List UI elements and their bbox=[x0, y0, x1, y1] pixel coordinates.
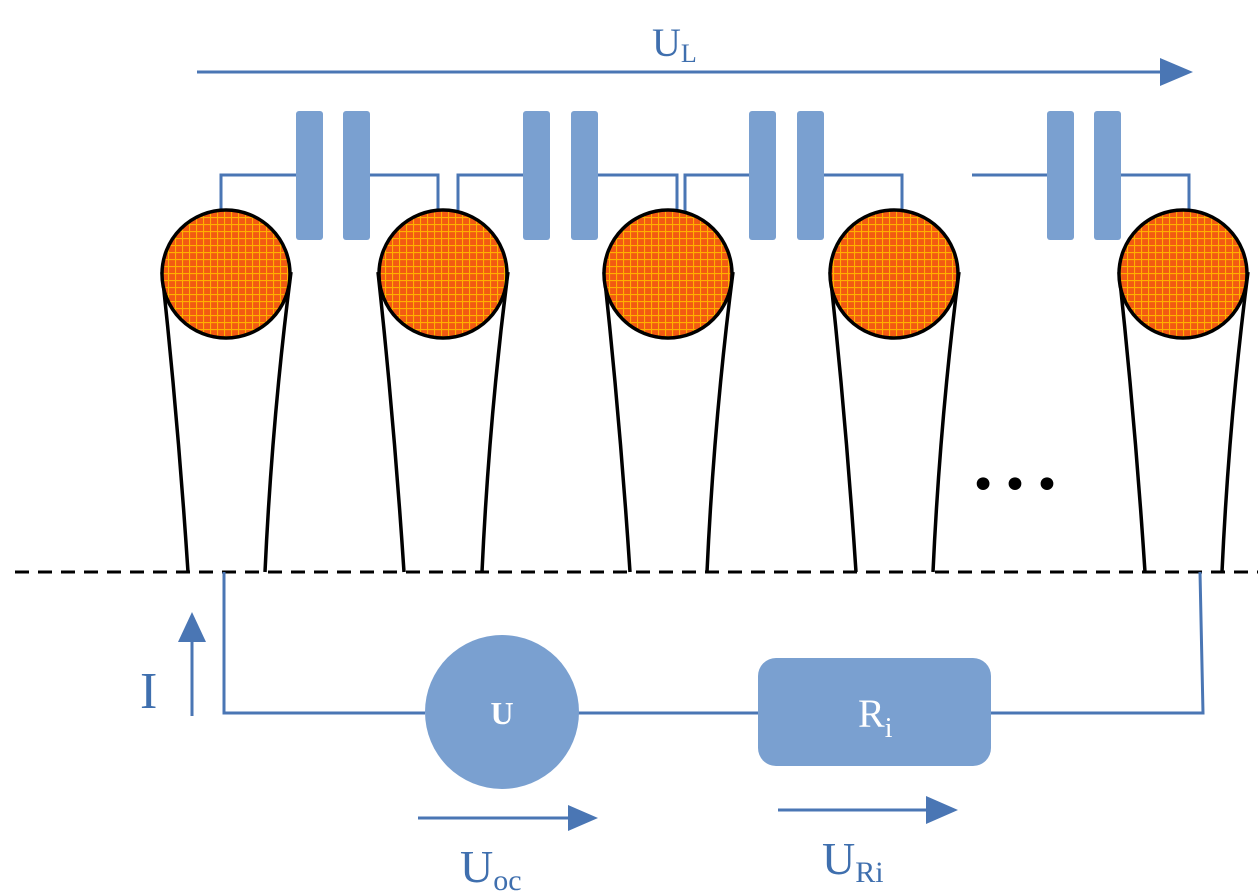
capacitor-icon bbox=[523, 111, 598, 240]
conductor-stems bbox=[160, 271, 1250, 573]
capacitor-wiring bbox=[219, 173, 1191, 212]
current-label: I bbox=[140, 663, 157, 720]
uoc-arrow bbox=[418, 805, 598, 831]
source-label: U bbox=[490, 695, 513, 731]
capacitor-icon bbox=[1047, 111, 1121, 240]
conductor-ball bbox=[1117, 208, 1249, 340]
voltage-source-icon: U bbox=[425, 635, 579, 789]
conductor-ball bbox=[160, 208, 292, 340]
resistor-label: Ri bbox=[858, 691, 893, 744]
circuit-loop bbox=[222, 571, 1205, 715]
uri-label: URi bbox=[822, 833, 884, 889]
capacitor-icon bbox=[296, 111, 370, 240]
ul-label: UL bbox=[652, 20, 697, 68]
resistor-icon: Ri bbox=[758, 658, 991, 766]
ellipsis-dots: ••• bbox=[970, 460, 1066, 511]
uoc-label: Uoc bbox=[460, 841, 522, 896]
ul-arrow bbox=[197, 58, 1193, 86]
conductor-ball bbox=[828, 208, 960, 340]
uri-arrow bbox=[778, 796, 958, 824]
current-arrow-icon bbox=[178, 612, 206, 716]
conductor-ball bbox=[602, 208, 734, 340]
capacitor-icon bbox=[749, 111, 824, 240]
conductor-ball bbox=[377, 208, 509, 340]
